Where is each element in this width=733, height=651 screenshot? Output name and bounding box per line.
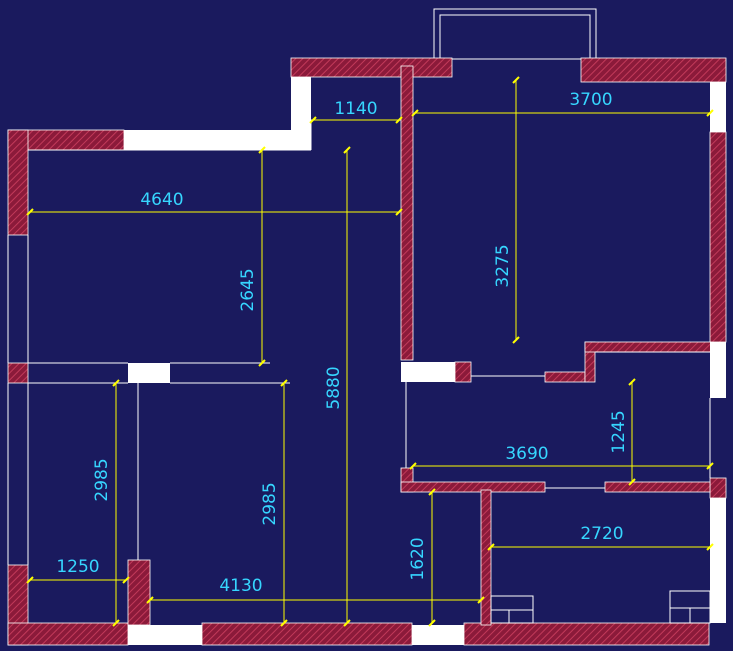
dim-label-3700: 3700	[569, 90, 612, 110]
kitchen-fixtures	[490, 590, 711, 624]
dimension-ticks	[26, 76, 714, 627]
dimension-labels: 1140 3700 4640 2645 3275 5880 2985 2985 …	[56, 90, 629, 596]
wall-bottom-3	[463, 622, 710, 646]
dim-label-2985-mid: 2985	[260, 482, 280, 525]
wall-kitchen-top-right	[604, 481, 711, 493]
opening-center-door	[401, 362, 455, 382]
dimension-lines	[30, 80, 710, 623]
wall-bottom-2	[201, 622, 413, 646]
wall-kitchen-left	[480, 489, 492, 626]
balcony	[433, 8, 597, 60]
wall-living-column	[127, 559, 151, 626]
opening-right-mid	[710, 342, 726, 398]
wall-top-mid	[290, 57, 453, 78]
wall-right-lower	[709, 477, 727, 499]
wall-center-vertical	[400, 65, 414, 361]
opening-top-left	[124, 130, 311, 150]
opening-bottom-2	[412, 625, 464, 645]
wall-bath-partition-d	[584, 341, 712, 353]
dim-label-2645: 2645	[238, 268, 258, 311]
interior-lines	[7, 119, 711, 565]
opening-right-upper	[710, 82, 726, 132]
dim-label-2720: 2720	[580, 524, 623, 544]
dim-label-4640: 4640	[140, 190, 183, 210]
dim-label-1140: 1140	[334, 99, 377, 119]
dim-label-3275: 3275	[493, 244, 513, 287]
wall-bath-partition-b	[544, 371, 586, 383]
wall-top-right	[580, 57, 727, 83]
opening-right-lower	[710, 498, 726, 623]
dim-label-4130: 4130	[219, 576, 262, 596]
walls	[7, 57, 727, 646]
wall-bottom-1	[7, 622, 129, 646]
dim-label-2985-left: 2985	[92, 458, 112, 501]
wall-right-upper	[709, 131, 727, 343]
dim-label-1245: 1245	[609, 410, 629, 453]
opening-bottom-1	[128, 625, 202, 645]
opening-top-step	[291, 77, 311, 130]
wall-left-mid	[7, 362, 29, 384]
openings	[124, 77, 726, 645]
dim-label-1620: 1620	[408, 537, 428, 580]
wall-bath-partition-a	[454, 361, 472, 383]
dim-label-3690: 3690	[505, 444, 548, 464]
wall-left-upper	[7, 129, 29, 236]
wall-kitchen-top-left	[400, 481, 546, 493]
dim-label-5880: 5880	[324, 366, 344, 409]
opening-left-door	[128, 363, 170, 383]
dim-label-1250: 1250	[56, 557, 99, 577]
